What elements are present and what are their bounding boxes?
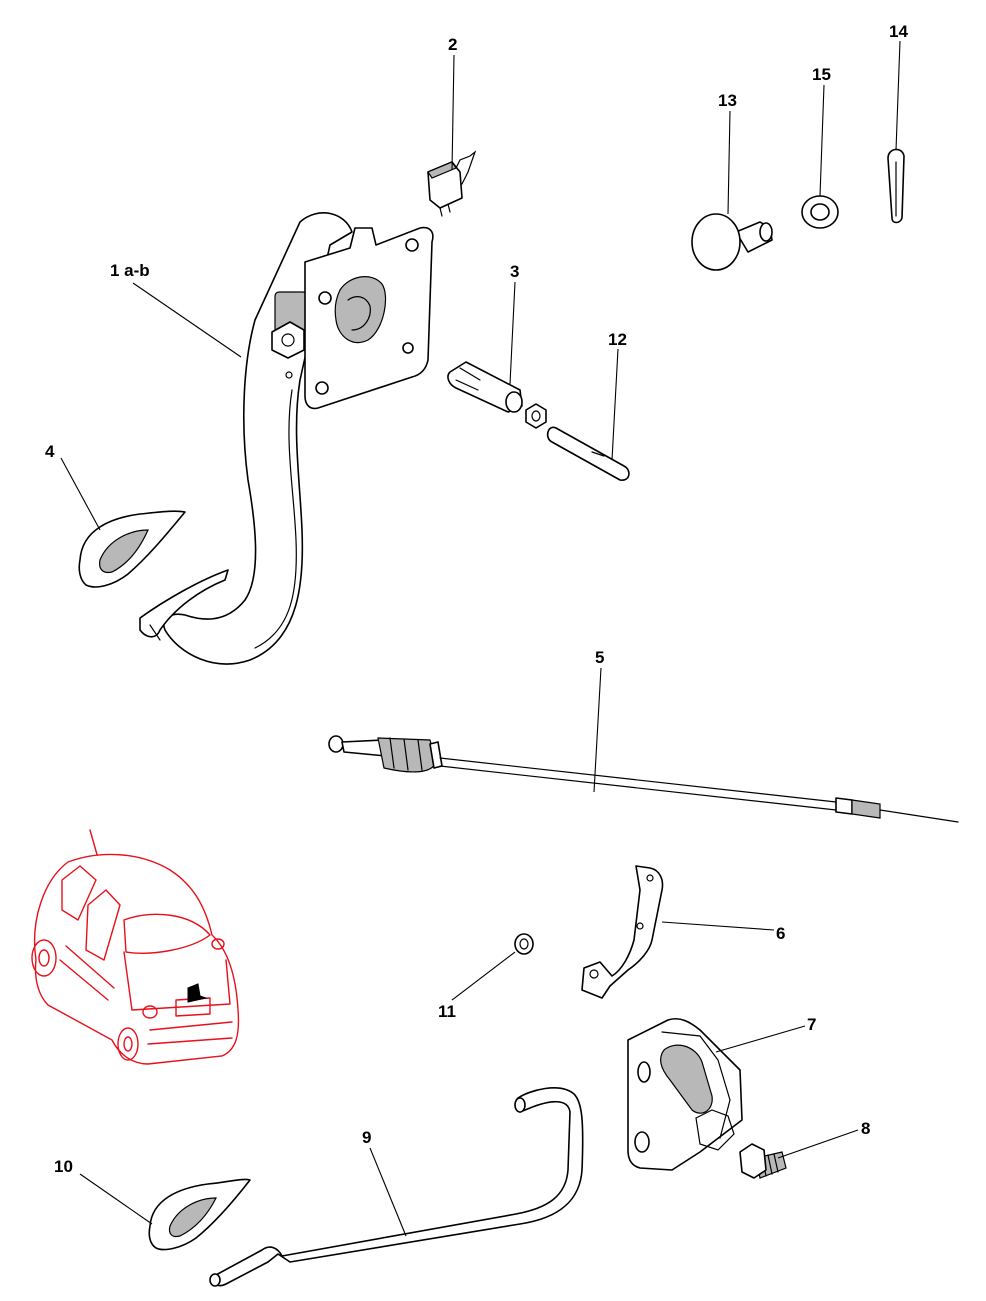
callout-10: 10 [54, 1157, 73, 1176]
part-4-pedal-pad-rubber [78, 510, 186, 588]
part-5-clutch-cable [328, 735, 959, 823]
locator-car-illustration [31, 829, 240, 1065]
callout-12: 12 [608, 330, 627, 349]
callout-7: 7 [807, 1015, 816, 1034]
callout-4: 4 [45, 442, 55, 461]
part-11-washer [514, 933, 534, 955]
part-9-shaft-rod [209, 1087, 584, 1287]
callout-labels: 1 a-b 2 3 4 5 6 7 8 9 10 11 12 13 15 14 [45, 22, 908, 1176]
part-12-pin [546, 426, 630, 481]
part-2-pedal-switch [427, 150, 477, 217]
part-8-screw [739, 1143, 787, 1179]
part-7-lever-housing [627, 1017, 743, 1171]
callout-9: 9 [362, 1128, 371, 1147]
callout-6: 6 [776, 924, 785, 943]
callout-1ab: 1 a-b [110, 261, 150, 280]
part-10-pedal-pad-rubber [148, 1178, 251, 1251]
part-6-bracket [581, 865, 664, 999]
leader-lines [60, 40, 901, 1237]
part-13-pedal-stop [691, 213, 773, 271]
callout-2: 2 [448, 35, 457, 54]
part-1-clutch-pedal [139, 212, 434, 665]
callout-15: 15 [812, 65, 831, 84]
callout-11: 11 [438, 1002, 456, 1021]
callout-13: 13 [718, 91, 737, 110]
callout-14: 14 [889, 22, 908, 41]
part-14-split-pin [887, 148, 905, 224]
part-15-washer [801, 195, 839, 229]
callout-8: 8 [861, 1119, 870, 1138]
callout-5: 5 [595, 648, 604, 667]
part-3-clevis-fork [447, 361, 547, 429]
callout-3: 3 [510, 262, 519, 281]
